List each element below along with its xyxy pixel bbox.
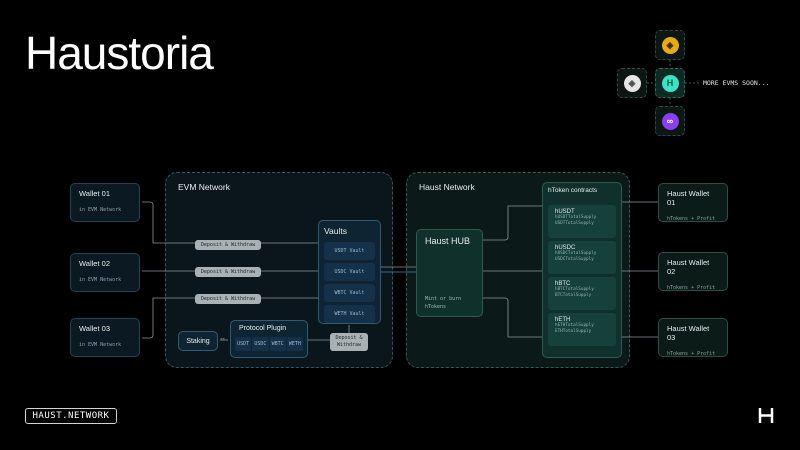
htoken-line: hUSDCTotalSupply [555, 251, 597, 256]
htoken-name: hBTC [555, 281, 571, 287]
bnb-icon: ◈ [661, 36, 679, 54]
htoken-line: USDTTotalSupply [555, 221, 594, 226]
deposit-withdraw-label: Deposit & Withdraw [195, 294, 261, 304]
htoken-line: ETHTotalSupply [555, 329, 592, 334]
haust-network-label: Haust Network [419, 182, 475, 192]
deposit-withdraw-label: Deposit & Withdraw [195, 240, 261, 250]
htoken-line: hETHTotalSupply [555, 323, 594, 328]
ethereum-chain: ◆ [617, 68, 647, 98]
wallet-sub: in EVM Network [79, 207, 122, 213]
wallet-01[interactable]: Wallet 01 in EVM Network [70, 183, 140, 222]
evm-network-label: EVM Network [178, 182, 230, 192]
htoken-name: hUSDC [555, 245, 576, 251]
htoken-line: hBTCTotalSupply [555, 287, 594, 292]
plugin-token: USDT [235, 337, 252, 351]
bidirectional-arrow-icon: ↔ [219, 335, 226, 342]
plugin-token: WETH [286, 337, 303, 351]
haust-logo-icon [758, 408, 774, 423]
vault-usdc[interactable]: USDC Vault [324, 263, 375, 281]
wallet-name: Wallet 01 [79, 189, 110, 198]
wallet-name: Wallet 02 [79, 259, 110, 268]
vault-usdt[interactable]: USDT Vault [324, 242, 375, 260]
staking-box[interactable]: Staking [178, 331, 218, 351]
haust-chain: H [655, 68, 685, 98]
wallet-name: Haust Wallet 03 [667, 324, 710, 342]
htoken-name: hUSDT [555, 209, 575, 215]
wallet-sub: in EVM Network [79, 342, 122, 348]
htoken-line: USDCTotalSupply [555, 257, 594, 262]
wallet-name: Wallet 03 [79, 324, 110, 333]
wallet-name: Haust Wallet 02 [667, 258, 710, 276]
haust-wallet-02[interactable]: Haust Wallet 02 hTokens + Profit [658, 252, 728, 291]
polygon-icon: ∞ [661, 112, 679, 130]
vault-wbtc[interactable]: WBTC Vault [324, 284, 375, 302]
vault-weth[interactable]: WETH Vault [324, 305, 375, 323]
protocol-plugin-box: Protocol Plugin USDT USDC WBTC WETH [230, 320, 308, 358]
htoken-line: BTCTotalSupply [555, 293, 592, 298]
hub-subtitle: Mint or burn hTokens [425, 296, 462, 310]
wallet-03[interactable]: Wallet 03 in EVM Network [70, 318, 140, 357]
hub-title: Haust HUB [425, 236, 471, 246]
deposit-withdraw-label: Deposit & Withdraw [195, 267, 261, 277]
polygon-chain: ∞ [655, 106, 685, 136]
ethereum-icon: ◆ [623, 74, 641, 92]
haust-icon: H [661, 74, 679, 92]
wallet-sub: in EVM Network [79, 277, 122, 283]
vaults-title: Vaults [324, 226, 347, 236]
wallet-sub: hTokens + Profit [667, 285, 716, 291]
htoken-title: hToken contracts [548, 187, 598, 194]
page-title: Haustoria [25, 27, 214, 79]
wallet-02[interactable]: Wallet 02 in EVM Network [70, 253, 140, 292]
haust-wallet-01[interactable]: Haust Wallet 01 hTokens + Profit [658, 183, 728, 222]
htoken-line: hUSDTTotalSupply [555, 215, 597, 220]
plugin-token: USDC [252, 337, 269, 351]
wallet-name: Haust Wallet 01 [667, 189, 710, 207]
htoken-name: hETH [555, 317, 571, 323]
plugin-token: WBTC [269, 337, 286, 351]
haust-wallet-03[interactable]: Haust Wallet 03 hTokens + Profit [658, 318, 728, 357]
wallet-sub: hTokens + Profit [667, 351, 716, 357]
chain-connectors [647, 60, 700, 106]
more-evms-text: MORE EVMS SOON... [703, 79, 770, 87]
haust-network-badge[interactable]: HAUST.NETWORK [25, 408, 117, 424]
plugin-title: Protocol Plugin [239, 325, 287, 332]
wallet-sub: hTokens + Profit [667, 216, 716, 222]
plugin-deposit-withdraw-label: Deposit & Withdraw [330, 333, 368, 351]
bnb-chain: ◈ [655, 30, 685, 60]
haust-hub: Haust HUB Mint or burn hTokens [416, 229, 483, 317]
vaults-box: Vaults USDT Vault USDC Vault WBTC Vault … [318, 220, 381, 324]
